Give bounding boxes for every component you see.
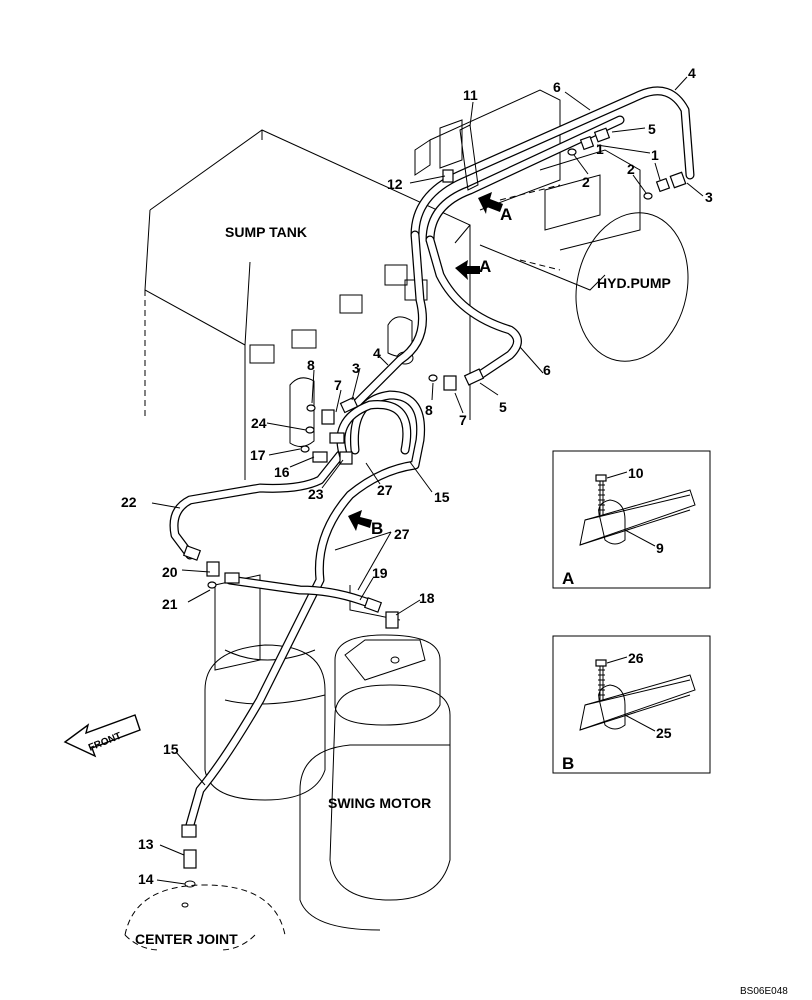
callout-1b: 1 [651,147,659,163]
callout-18: 18 [419,590,435,606]
callout-27: 27 [377,482,393,498]
callout-19: 19 [372,565,388,581]
hose-4 [410,86,695,240]
detail-box-b [552,635,711,774]
callout-10: 10 [628,465,644,481]
callout-1: 1 [596,141,604,157]
callout-21: 21 [162,596,178,612]
callout-20: 20 [162,564,178,580]
view-arrow-a-upper [478,192,503,214]
center-joint-label: CENTER JOINT [135,931,238,947]
callout-6: 6 [553,79,561,95]
callout-11: 11 [463,87,478,103]
hose-3-4-lower [350,230,427,410]
hose-6 [425,115,625,245]
front-arrow-icon [63,714,141,758]
callout-7: 7 [334,377,342,393]
fittings [181,127,687,869]
swing-motor-label: SWING MOTOR [328,795,431,811]
hose-15 [185,390,426,830]
callout-24: 24 [251,415,267,431]
callout-8: 8 [307,357,315,373]
callout-3: 3 [705,189,713,205]
detail-box-a [552,450,711,589]
callout-14: 14 [138,871,154,887]
callout-26: 26 [628,650,644,666]
swing-motor [204,574,451,931]
callout-2b: 2 [627,161,635,177]
callout-6b: 6 [543,362,551,378]
figure-code: BS06E048 [740,986,788,997]
bracket-11 [442,124,479,191]
callout-22: 22 [121,494,137,510]
arrow-a-upper-label: A [500,205,512,224]
callout-16: 16 [274,464,290,480]
callout-5: 5 [648,121,656,137]
arrow-a-lower-label: A [479,257,491,276]
hose-5-6-lower [425,235,522,380]
sump-tank-label: SUMP TANK [225,224,307,240]
hyd-pump-label: HYD.PUMP [597,275,671,291]
leader-lines [151,76,704,885]
callout-5b: 5 [499,399,507,415]
detail-a-label: A [562,569,574,588]
view-arrow-b [348,510,372,531]
callout-12: 12 [387,176,403,192]
callout-17: 17 [250,447,266,463]
hose-22 [169,450,345,560]
callout-8b: 8 [425,402,433,418]
callout-15b: 15 [163,741,179,757]
callout-4: 4 [688,65,696,81]
arrow-b-label: B [371,519,383,538]
callout-9: 9 [656,540,664,556]
callout-7b: 7 [459,412,467,428]
hydraulic-pump [414,89,689,362]
callout-4b: 4 [373,345,381,361]
view-arrow-a-lower [455,260,480,280]
callout-3b: 3 [352,360,360,376]
callout-13: 13 [138,836,154,852]
callout-2: 2 [582,174,590,190]
callout-23: 23 [308,486,324,502]
detail-b-label: B [562,754,574,773]
callout-25: 25 [656,725,672,741]
hose-19 [225,575,380,610]
callout-15: 15 [434,489,450,505]
callout-27b: 27 [394,526,410,542]
